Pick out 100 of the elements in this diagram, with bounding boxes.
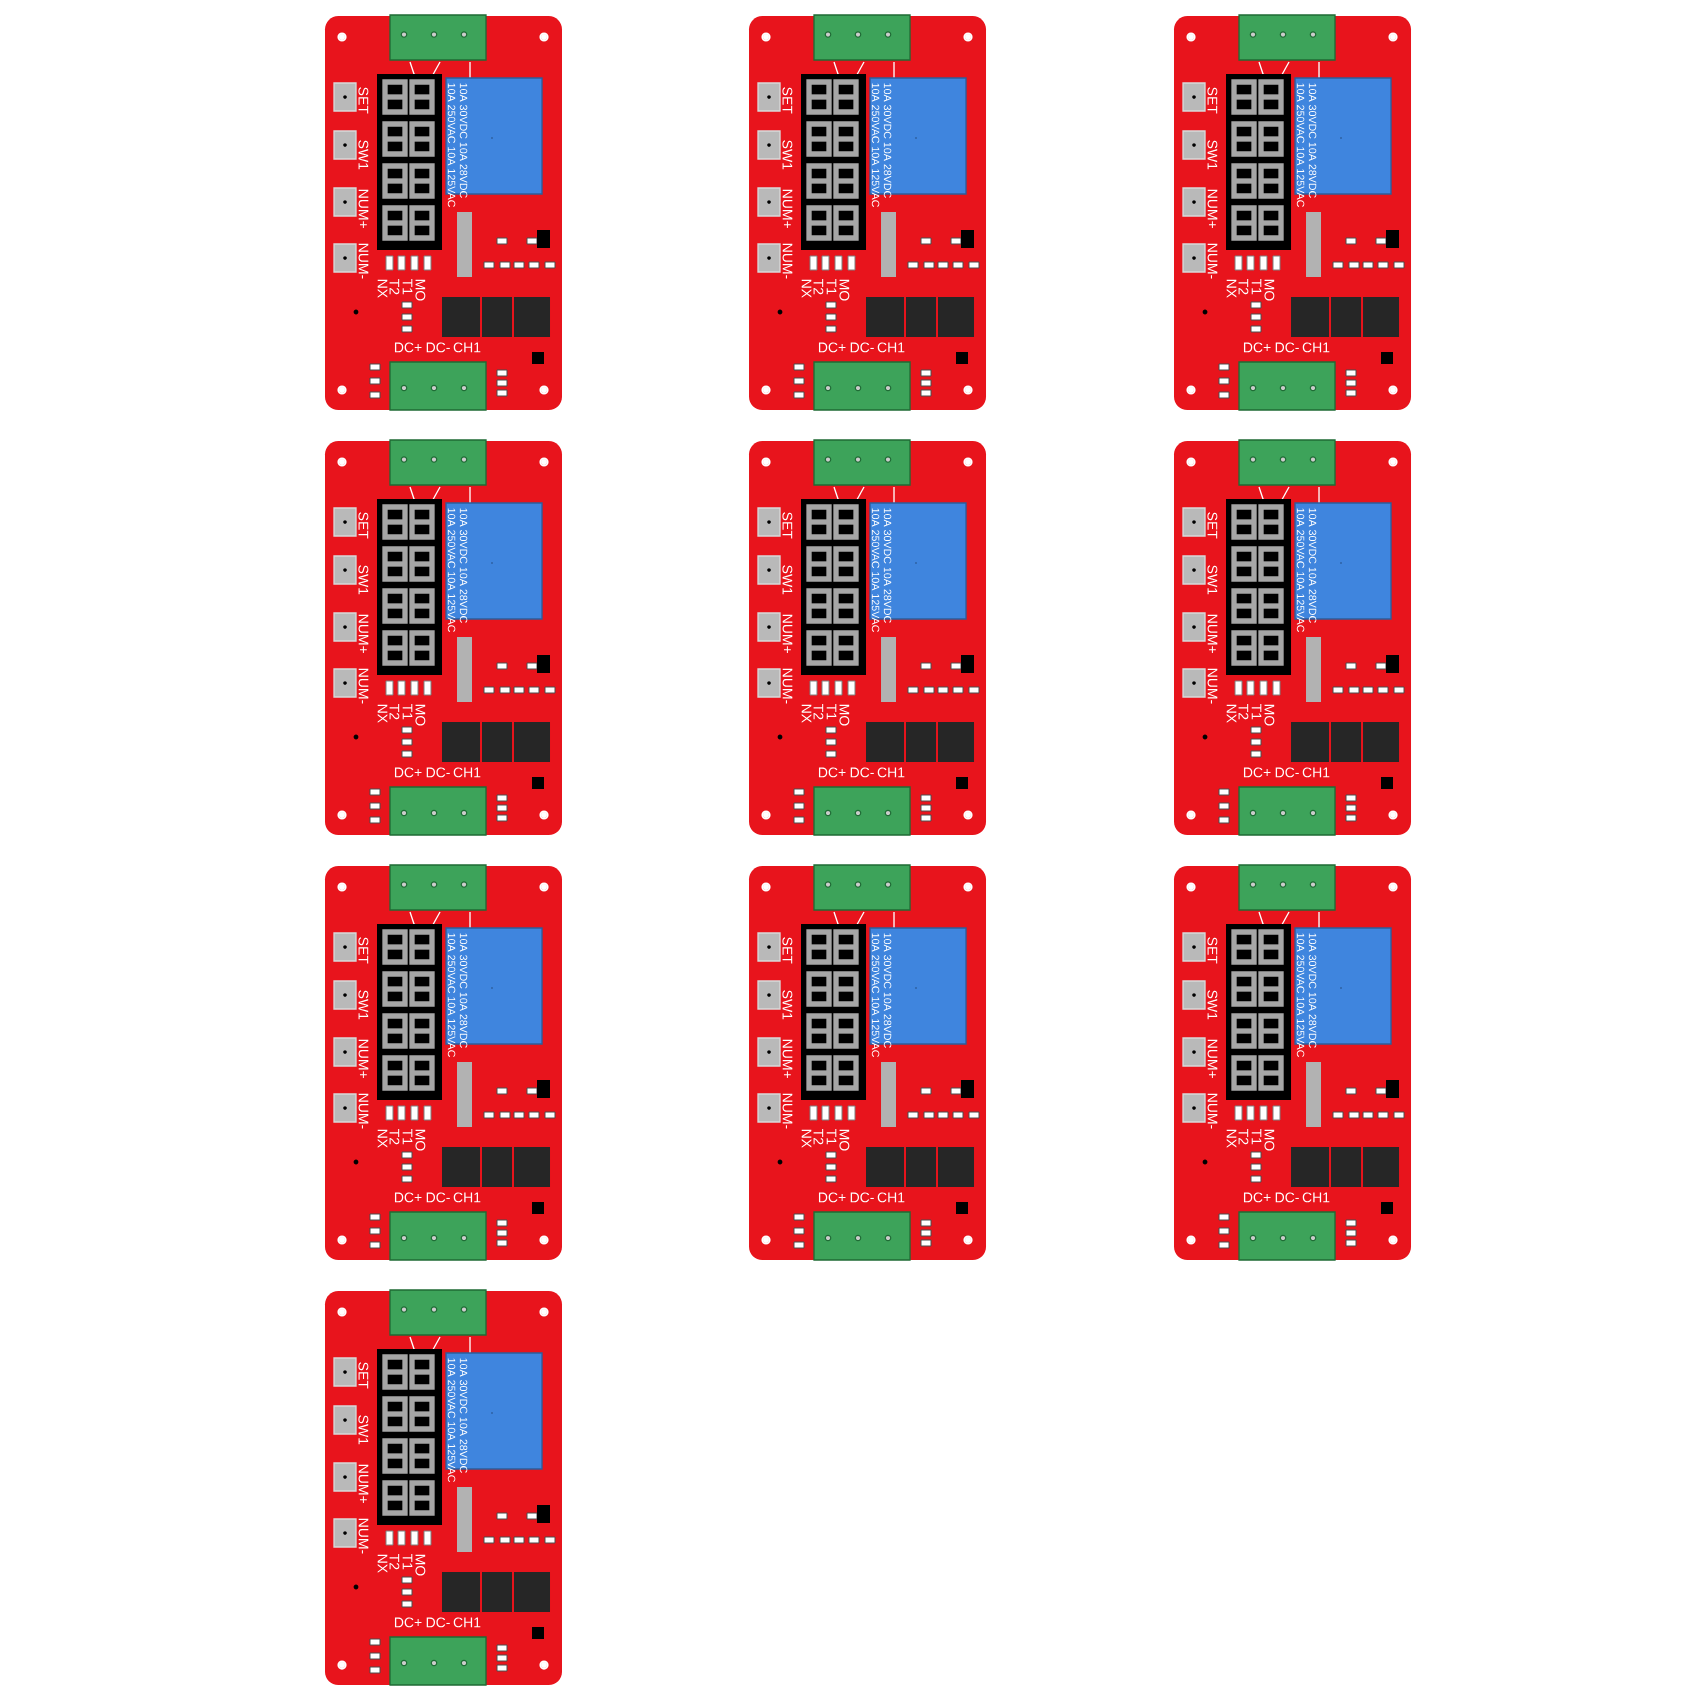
terminal-label: DC- xyxy=(850,342,874,353)
terminal-label: DC- xyxy=(426,767,450,778)
board-label: SET xyxy=(1207,937,1218,964)
board-label: T1 xyxy=(402,279,413,295)
relay-rating-text: 10A 30VDC 10A 28VDC xyxy=(459,933,468,1048)
terminal-label: DC- xyxy=(850,1192,874,1203)
board-label: SW1 xyxy=(1207,565,1218,595)
relay-rating-text: 10A 250VAC 10A 125VAC xyxy=(447,933,456,1057)
board-label: NUM+ xyxy=(358,1464,369,1504)
board-label: NX xyxy=(1226,1129,1237,1148)
board-label: T1 xyxy=(1251,279,1262,295)
terminal-label: CH1 xyxy=(1302,1192,1330,1203)
board-label: NUM+ xyxy=(358,189,369,228)
terminal-label: CH1 xyxy=(453,1617,481,1628)
board-label: SET xyxy=(358,1362,369,1389)
relay-rating-text: 10A 30VDC 10A 28VDC xyxy=(883,508,892,623)
relay-rating-text: 10A 250VAC 10A 125VAC xyxy=(871,508,880,632)
terminal-label: DC- xyxy=(426,1192,450,1203)
terminal-label: DC+ xyxy=(394,1617,422,1628)
terminal-label: CH1 xyxy=(453,1192,481,1203)
board-label: NUM- xyxy=(1207,1093,1218,1129)
board-label: SW1 xyxy=(782,565,793,595)
board-label: SW1 xyxy=(358,1415,369,1445)
board-label: NUM+ xyxy=(1207,614,1218,654)
board-label: SET xyxy=(358,937,369,964)
board-label: SET xyxy=(1207,512,1218,539)
board-label: T2 xyxy=(389,1554,400,1570)
terminal-label: CH1 xyxy=(453,767,481,778)
board-label: NUM+ xyxy=(782,189,793,228)
relay-rating-text: 10A 30VDC 10A 28VDC xyxy=(1308,83,1317,198)
terminal-label: DC+ xyxy=(818,342,846,353)
board-label: MO xyxy=(839,1129,850,1151)
board-label: NUM- xyxy=(358,243,369,279)
terminal-label: DC- xyxy=(1275,1192,1299,1203)
terminal-label: DC- xyxy=(426,1617,450,1628)
terminal-label: DC- xyxy=(1275,767,1299,778)
board-label: NUM+ xyxy=(358,614,369,654)
relay-rating-text: 10A 30VDC 10A 28VDC xyxy=(883,933,892,1048)
relay-rating-text: 10A 30VDC 10A 28VDC xyxy=(459,508,468,623)
board-label: T2 xyxy=(813,704,824,720)
relay-rating-text: 10A 250VAC 10A 125VAC xyxy=(1296,508,1305,632)
board-label: T2 xyxy=(813,279,824,295)
board-label: NX xyxy=(377,1129,388,1148)
board-label: T2 xyxy=(1238,1129,1249,1145)
terminal-label: CH1 xyxy=(1302,767,1330,778)
board-label: NUM- xyxy=(1207,243,1218,279)
terminal-label: DC+ xyxy=(394,342,422,353)
terminal-label: DC+ xyxy=(1243,1192,1271,1203)
board-label: T1 xyxy=(826,704,837,720)
relay-rating-text: 10A 250VAC 10A 125VAC xyxy=(1296,933,1305,1057)
board-label: T1 xyxy=(402,1129,413,1145)
terminal-label: CH1 xyxy=(877,1192,905,1203)
board-label: NX xyxy=(801,1129,812,1148)
terminal-label: DC- xyxy=(850,767,874,778)
board-label: SET xyxy=(782,87,793,114)
relay-rating-text: 10A 30VDC 10A 28VDC xyxy=(883,83,892,198)
terminal-label: CH1 xyxy=(453,342,481,353)
relay-rating-text: 10A 250VAC 10A 125VAC xyxy=(871,83,880,207)
terminal-label: CH1 xyxy=(1302,342,1330,353)
terminal-label: DC- xyxy=(426,342,450,353)
board-label: MO xyxy=(839,279,850,301)
board-label: NUM- xyxy=(358,1093,369,1129)
board-label: T1 xyxy=(402,1554,413,1570)
terminal-label: DC+ xyxy=(818,767,846,778)
terminal-label: CH1 xyxy=(877,767,905,778)
board-label: NUM+ xyxy=(1207,189,1218,228)
relay-rating-text: 10A 250VAC 10A 125VAC xyxy=(1296,83,1305,207)
terminal-label: DC+ xyxy=(818,1192,846,1203)
board-label: NUM- xyxy=(782,243,793,279)
terminal-label: DC+ xyxy=(394,1192,422,1203)
board-label: MO xyxy=(1264,279,1275,301)
board-label: NUM- xyxy=(782,1093,793,1129)
relay-rating-text: 10A 250VAC 10A 125VAC xyxy=(871,933,880,1057)
board-label: T1 xyxy=(826,1129,837,1145)
board-label: MO xyxy=(415,1129,426,1151)
board-label: T1 xyxy=(1251,704,1262,720)
board-label: NX xyxy=(377,279,388,298)
board-label: NUM+ xyxy=(1207,1039,1218,1079)
terminal-label: DC+ xyxy=(394,767,422,778)
board-label: T2 xyxy=(389,279,400,295)
board-label: T1 xyxy=(1251,1129,1262,1145)
board-label: NX xyxy=(801,704,812,723)
board-label: NUM- xyxy=(782,668,793,704)
board-label: NX xyxy=(377,1554,388,1573)
board-label: NUM+ xyxy=(782,1039,793,1079)
board-label: SET xyxy=(358,87,369,114)
board-label: SW1 xyxy=(782,990,793,1020)
board-label: NUM- xyxy=(358,668,369,704)
board-label: NX xyxy=(1226,279,1237,298)
relay-rating-text: 10A 30VDC 10A 28VDC xyxy=(459,1358,468,1473)
terminal-label: DC+ xyxy=(1243,767,1271,778)
board-label: SW1 xyxy=(358,140,369,170)
board-label: SET xyxy=(1207,87,1218,114)
board-label: T2 xyxy=(1238,279,1249,295)
board-label: T2 xyxy=(389,704,400,720)
board-label: SW1 xyxy=(782,140,793,170)
board-label: T2 xyxy=(389,1129,400,1145)
board-label: T1 xyxy=(826,279,837,295)
board-label: NUM+ xyxy=(782,614,793,654)
board-label: SET xyxy=(782,937,793,964)
